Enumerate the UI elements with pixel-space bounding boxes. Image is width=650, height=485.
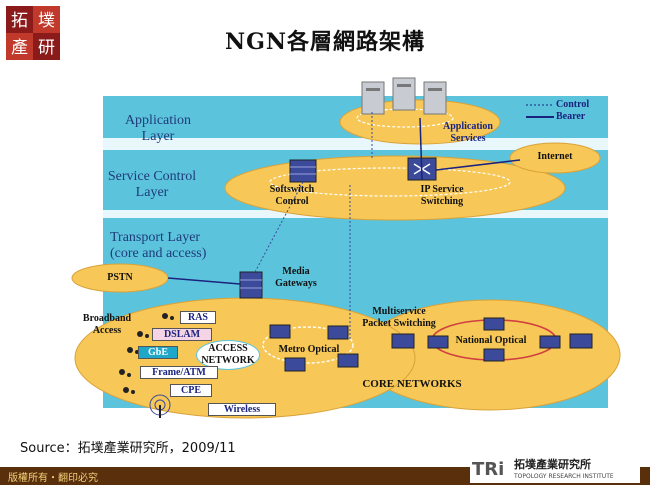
legend-bearer: Bearer (556, 111, 586, 122)
transport-layer-label: Transport Layer(core and access) (110, 230, 207, 261)
svg-text:拓墣產業研究所: 拓墣產業研究所 (514, 457, 591, 471)
svg-text:TRi: TRi (472, 459, 504, 480)
cpe-box: CPE (170, 384, 212, 397)
gbe-box: GbE (138, 346, 178, 359)
application-servers (361, 77, 447, 115)
source-note: Source：拓墣產業研究所，2009/11 (20, 441, 236, 456)
core-networks-label: CORE NETWORKS (362, 378, 462, 390)
svg-text:產: 產 (11, 38, 28, 58)
tri-logo: 拓 墣 產 研 (6, 6, 60, 60)
frame-atm-box: Frame/ATM (140, 366, 218, 379)
internet-label: Internet (537, 151, 573, 162)
legend-control: Control (556, 99, 590, 110)
footer-copyright: 版權所有・翻印必究 (8, 473, 98, 484)
internet-disc (509, 142, 601, 174)
national-optical-label: National Optical (455, 335, 527, 346)
antenna-icon (149, 394, 171, 418)
metro-ring (262, 326, 354, 364)
wireless-box: Wireless (208, 403, 276, 416)
tri-footer-logo: TRi 拓墣產業研究所 TOPOLOGY RESEARCH INSTITUTE (470, 455, 640, 483)
svg-text:拓: 拓 (11, 11, 28, 31)
ras-box: RAS (180, 311, 216, 324)
metro-optical-label: Metro Optical (278, 344, 340, 355)
dslam-box: DSLAM (152, 328, 212, 341)
media-gateway-icon (239, 271, 263, 299)
softswitch-icon (289, 159, 317, 183)
page-title: NGN各層網路架構 (224, 29, 425, 55)
access-device-icons (119, 313, 174, 394)
pstn-label: PSTN (107, 272, 133, 283)
svg-text:墣: 墣 (38, 11, 55, 31)
svg-text:TOPOLOGY RESEARCH INSTITUTE: TOPOLOGY RESEARCH INSTITUTE (513, 473, 614, 480)
svg-text:研: 研 (38, 38, 55, 58)
